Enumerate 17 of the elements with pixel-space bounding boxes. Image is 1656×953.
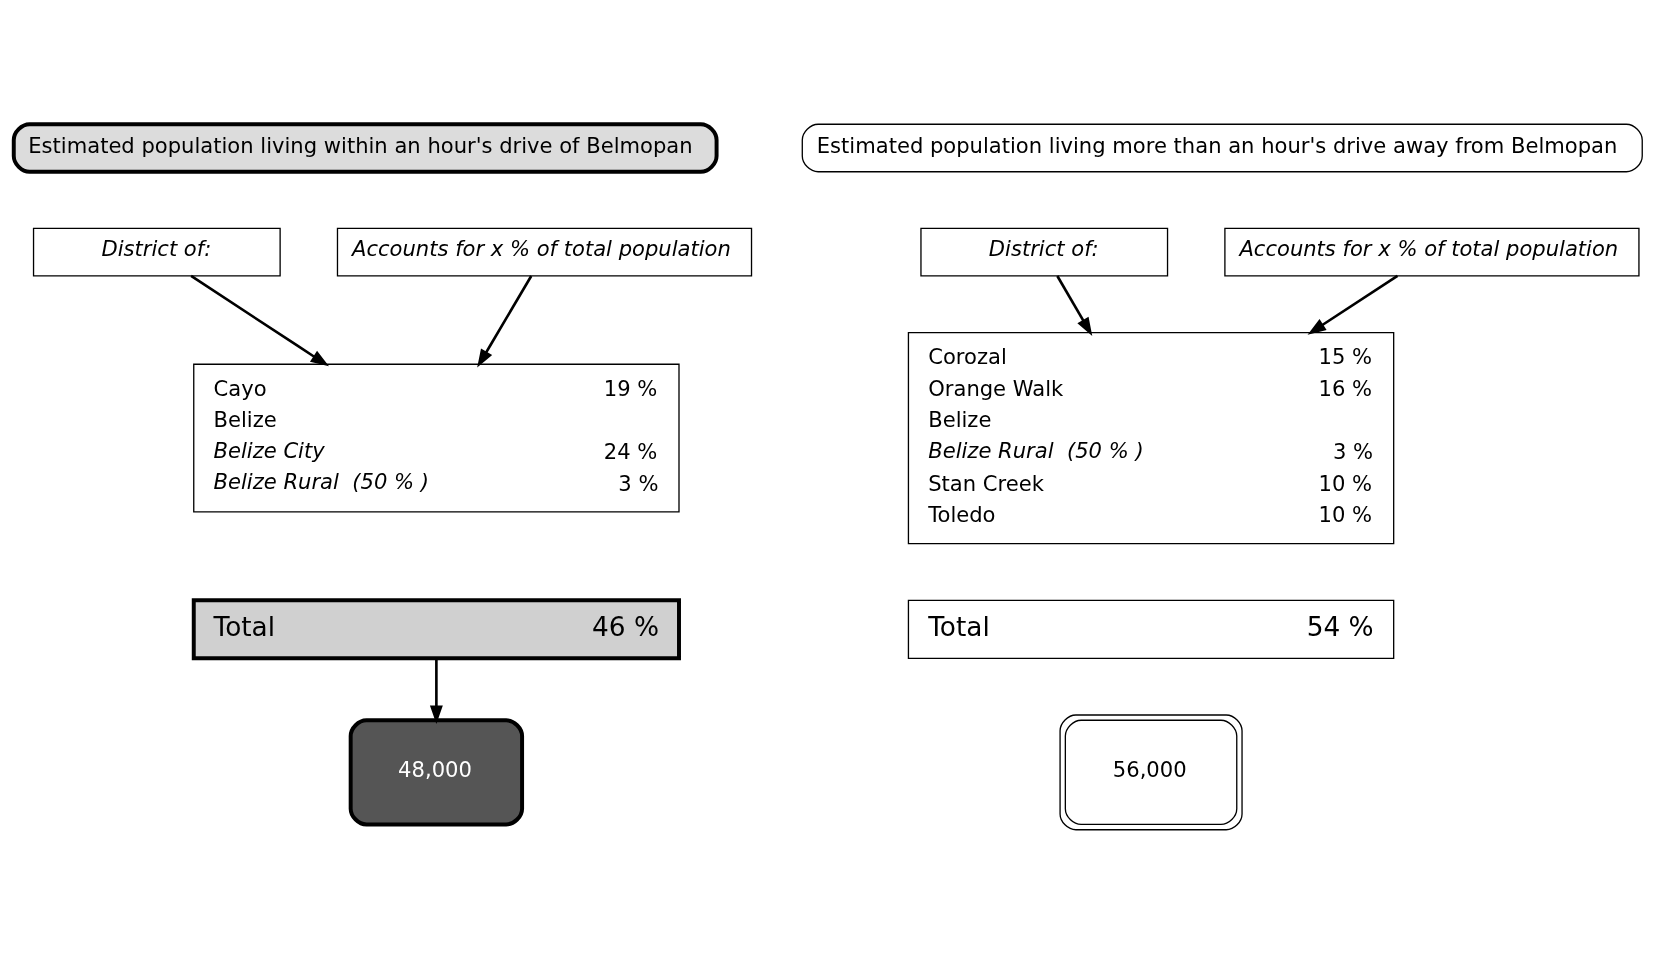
arrow (477, 274, 533, 368)
arrow (1307, 274, 1399, 335)
node-box: District of: (32, 227, 281, 277)
node-box: Estimated population living within an hour's drive of Belmopan (11, 121, 719, 174)
node-box: Corozal 15 % Orange Walk 16 % Belize Belize Rural (50 % ) 3 % Stan Creek 10 % Toledo 10 % (907, 331, 1395, 544)
node-box: Total 46 % (191, 597, 681, 660)
node-box: Estimated population living more than an hour's drive away from Belmopan (801, 123, 1643, 172)
node-box: Cayo 19 % Belize Belize City 24 % Belize Rural (50 % ) 3 % (193, 363, 680, 513)
node-box: 56,000 (1059, 713, 1243, 830)
node-box: Accounts for x % of total population (336, 227, 753, 277)
node-box: District of: (920, 227, 1169, 277)
arrow (1056, 274, 1093, 336)
node-box: Accounts for x % of total population (1224, 227, 1640, 277)
arrow (190, 274, 329, 366)
node-box: Total 54 % (907, 599, 1395, 659)
node-box: 48,000 (348, 717, 525, 826)
arrow (429, 657, 443, 724)
